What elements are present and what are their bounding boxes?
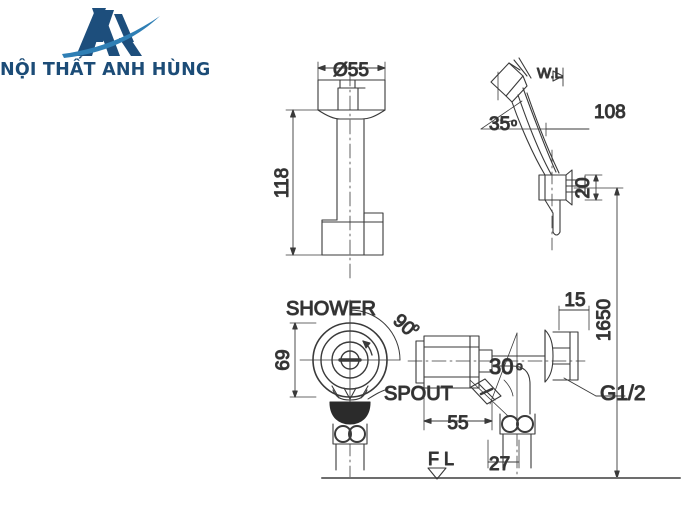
label-shower: SHOWER xyxy=(286,298,376,320)
rotation-arc-90 xyxy=(349,309,401,361)
dimension-height-118 xyxy=(285,109,323,256)
ah-monogram-icon xyxy=(62,8,160,58)
brand-logo: NỘI THẤT ANH HÙNG xyxy=(0,4,211,86)
label-angle-35-degree: o xyxy=(511,117,517,129)
label-floor-level: F L xyxy=(428,449,454,469)
bottom-right-view xyxy=(407,329,586,479)
label-spout: SPOUT xyxy=(384,383,453,405)
dimension-diameter-55 xyxy=(317,61,386,83)
floor-level-marker xyxy=(427,467,447,480)
top-left-view xyxy=(317,71,386,281)
label-angle-30: 30 xyxy=(489,354,513,379)
dimension-27 xyxy=(487,439,520,469)
label-diameter-55: Ø55 xyxy=(333,60,369,81)
dimension-1650 xyxy=(573,187,624,479)
label-27: 27 xyxy=(489,454,510,475)
label-height-118: 118 xyxy=(272,168,293,198)
label-water-level: W.L xyxy=(537,65,563,82)
spout-leader xyxy=(367,388,389,400)
label-thread-g12: G1/2 xyxy=(600,382,646,405)
dimension-69 xyxy=(289,322,317,398)
dimension-20 xyxy=(584,174,603,201)
thread-leader xyxy=(563,377,626,397)
label-108: 108 xyxy=(594,102,626,123)
dimension-108 xyxy=(545,122,590,137)
brand-name: NỘI THẤT ANH HÙNG xyxy=(0,60,211,80)
label-15: 15 xyxy=(564,290,585,311)
label-angle-35: 35 xyxy=(489,114,510,135)
label-1650: 1650 xyxy=(594,299,615,341)
water-level-marker xyxy=(552,67,564,87)
top-right-view xyxy=(480,57,586,251)
label-55: 55 xyxy=(447,413,468,434)
dimension-15 xyxy=(558,305,590,331)
bottom-left-view xyxy=(299,299,401,479)
label-69: 69 xyxy=(273,349,294,370)
label-angle-30-degree: o xyxy=(516,359,523,373)
dimension-55 xyxy=(423,392,493,431)
